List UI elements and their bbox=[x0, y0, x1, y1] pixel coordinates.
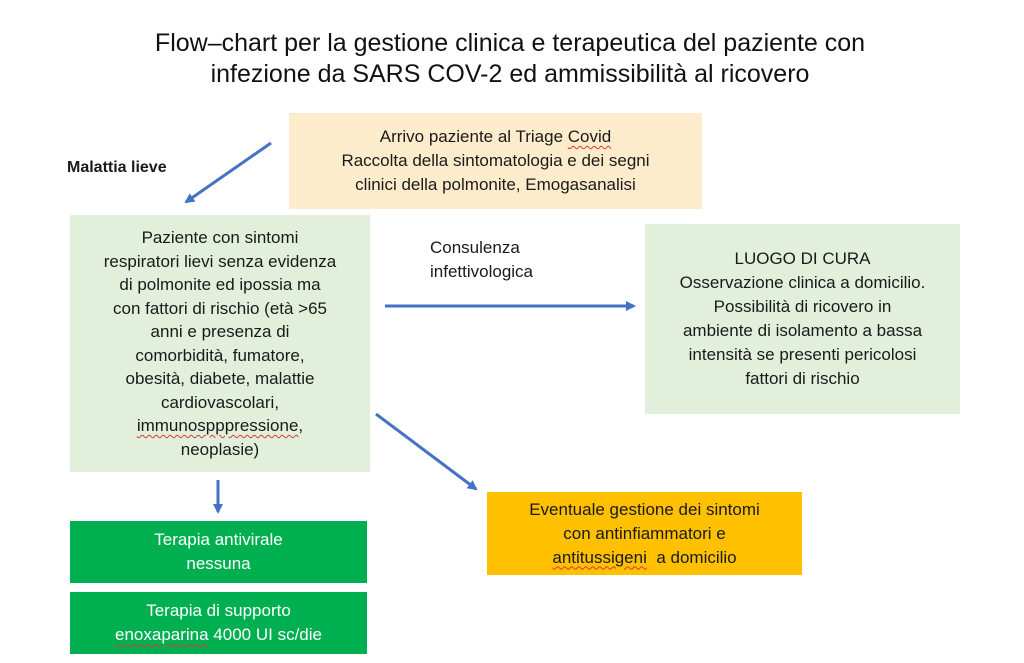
triage-line-1: Arrivo paziente al Triage Covid bbox=[380, 125, 612, 149]
eventuale-line-3: antitussigeni a domicilio bbox=[552, 546, 736, 570]
luogo-line: LUOGO DI CURA bbox=[734, 249, 871, 268]
arrow-icon bbox=[375, 412, 478, 491]
patient-line-10: neoplasie) bbox=[180, 439, 260, 459]
luogo-line: intensità se presenti pericolosi bbox=[688, 345, 917, 364]
luogo-line: Osservazione clinica a domicilio. bbox=[679, 273, 926, 292]
triage-line-2: Raccolta della sintomatologia e dei segn… bbox=[341, 151, 650, 170]
supporto-line-2-suffix: 4000 UI sc/die bbox=[208, 625, 322, 644]
eventuale-line-1: Eventuale gestione dei sintomi bbox=[529, 499, 760, 519]
eventuale-line-3-suffix: a domicilio bbox=[646, 547, 737, 567]
patient-line: obesità, diabete, malattie bbox=[125, 369, 315, 388]
antitussigeni-word: antitussigeni bbox=[552, 547, 647, 567]
title-line-1: Flow–chart per la gestione clinica e ter… bbox=[154, 29, 866, 57]
consulenza-line-1: Consulenza bbox=[430, 238, 520, 257]
terapia-antivirale-box: Terapia antivirale nessuna bbox=[70, 521, 367, 583]
patient-line: respiratori lievi senza evidenza bbox=[103, 251, 337, 271]
triage-box: Arrivo paziente al Triage Covid Raccolta… bbox=[289, 113, 702, 209]
consulenza-label: Consulenza infettivologica bbox=[430, 236, 533, 284]
immunosppressione-word: immunospppressione bbox=[136, 416, 299, 435]
page-title: Flow–chart per la gestione clinica e ter… bbox=[60, 28, 960, 90]
supporto-line-1: Terapia di supporto bbox=[146, 601, 291, 620]
luogo-line: fattori di rischio bbox=[745, 369, 860, 388]
luogo-line: ambiente di isolamento a bassa bbox=[682, 321, 923, 340]
triage-line-3: clinici della polmonite, Emogasanalisi bbox=[355, 175, 636, 194]
patient-line: con fattori di rischio (età >65 bbox=[112, 298, 328, 318]
patient-line: comorbidità, fumatore, bbox=[135, 345, 305, 365]
patient-line: anni e presenza di bbox=[150, 322, 290, 341]
triage-covid-word: Covid bbox=[567, 127, 612, 146]
luogo-di-cura-box: LUOGO DI CURA Osservazione clinica a dom… bbox=[645, 224, 960, 414]
antivirale-line-1: Terapia antivirale bbox=[154, 530, 283, 549]
title-line-2: infezione da SARS COV-2 ed ammissibilità… bbox=[210, 60, 810, 88]
supporto-line-2: enoxaparina 4000 UI sc/die bbox=[115, 623, 322, 647]
eventuale-gestione-box: Eventuale gestione dei sintomi con antin… bbox=[487, 492, 802, 575]
arrow-icon bbox=[184, 141, 272, 204]
patient-box: Paziente con sintomi respiratori lievi s… bbox=[70, 215, 370, 472]
patient-line: Paziente con sintomi bbox=[141, 228, 299, 247]
consulenza-line-2: infettivologica bbox=[430, 262, 534, 281]
eventuale-line-2: con antinfiammatori e bbox=[563, 523, 726, 543]
patient-line-9: immunospppressione, bbox=[137, 414, 303, 438]
antivirale-line-2: nessuna bbox=[186, 554, 251, 573]
malattia-lieve-label: Malattia lieve bbox=[67, 159, 167, 176]
patient-line-9-suffix: , bbox=[298, 416, 304, 435]
patient-line: cardiovascolari, bbox=[160, 392, 280, 412]
luogo-line: Possibilità di ricovero in bbox=[713, 297, 892, 316]
triage-line-1-text: Arrivo paziente al Triage bbox=[379, 127, 568, 146]
enoxaparina-word: enoxaparina bbox=[115, 625, 209, 644]
terapia-supporto-box: Terapia di supporto enoxaparina 4000 UI … bbox=[70, 592, 367, 654]
patient-line: di polmonite ed ipossia ma bbox=[119, 275, 321, 294]
